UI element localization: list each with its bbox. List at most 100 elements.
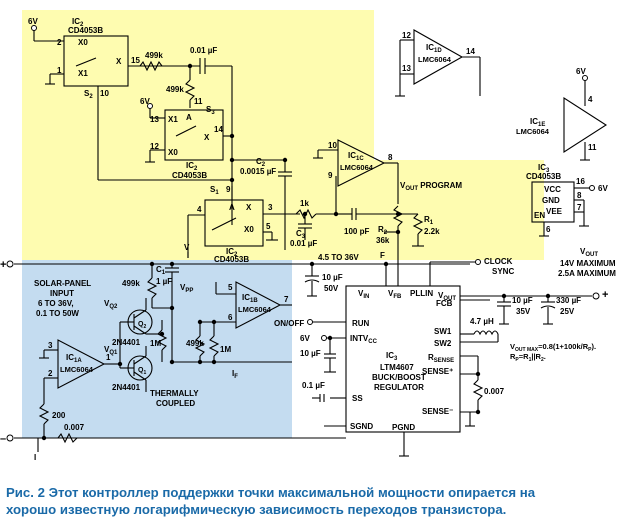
label-0007a: 0.007	[64, 423, 85, 432]
label-ltm4607: LTM4607	[380, 363, 414, 372]
label-200: 200	[52, 411, 66, 420]
label-plus: +	[0, 259, 6, 271]
label-499k-b: 499k	[166, 85, 184, 94]
label-solar1: SOLAR-PANEL	[34, 279, 91, 288]
label-4p5-36v: 4.5 TO 36V	[318, 253, 359, 262]
inductor-4p7uh	[473, 330, 499, 336]
label-pin10: 10	[100, 89, 109, 98]
schematic-diagram: IC2 CD4053B 6V X0 X1 X 2 1 15 10 S2 499k…	[0, 10, 616, 462]
label-pin6-small: 6	[546, 225, 551, 234]
label-ss: SS	[352, 394, 363, 403]
figure-caption: Рис. 2 Этот контроллер поддержки точки м…	[6, 484, 618, 518]
label-formula1: VOUT MAX=0.8(1+100k/RP).	[510, 342, 596, 353]
label-sw2: SW2	[434, 339, 452, 348]
label-cd4053b-mid: CD4053B	[172, 171, 207, 180]
label-lmc6064-e: LMC6064	[516, 127, 550, 136]
label-ic3-small: IC3	[538, 163, 550, 174]
label-pin13-d: 13	[402, 64, 411, 73]
label-vin: VIN	[358, 289, 369, 300]
resistor-0007a	[57, 432, 78, 444]
label-pin5: 5	[266, 222, 271, 231]
label-a-bot: A	[229, 203, 235, 212]
label-2n4401-b: 2N4401	[112, 383, 141, 392]
label-pin5-b: 5	[228, 283, 233, 292]
caption-line-1: Рис. 2 Этот контроллер поддержки точки м…	[6, 485, 536, 500]
label-pin3: 3	[268, 203, 273, 212]
label-lmc6064-a: LMC6064	[60, 365, 94, 374]
ic2-bottom-box	[204, 199, 264, 247]
label-10uf-35v: 10 µF	[512, 296, 533, 305]
label-pin8-small: 8	[577, 191, 582, 200]
label-x1-mid: X1	[168, 115, 178, 124]
label-pin1: 1	[57, 66, 62, 75]
label-1m-a: 1M	[150, 339, 161, 348]
ic1c-opamp	[337, 139, 386, 187]
label-pin3-a: 3	[48, 341, 53, 350]
resistor-499k-d	[194, 335, 206, 357]
resistor-1m-b	[208, 335, 220, 357]
label-6v-intv: 6V	[300, 334, 310, 343]
label-pin16: 16	[576, 177, 585, 186]
label-01uf: 0.1 µF	[302, 381, 325, 390]
label-vout-max2: 2.5A MAXIMUM	[558, 269, 616, 278]
label-c3-val: 0.01 µF	[290, 239, 317, 248]
label-pin15: 15	[131, 56, 140, 65]
label-c1-val: 1 µF	[156, 277, 172, 286]
label-2n4401-a: 2N4401	[112, 338, 141, 347]
label-1k: 1k	[300, 199, 309, 208]
label-vout: VOUT	[580, 247, 598, 258]
resistor-499k-a	[139, 60, 163, 72]
label-pllin: PLLIN	[410, 289, 433, 298]
ic2-top-box	[63, 35, 129, 87]
label-cd4053b-small: CD4053B	[526, 172, 561, 181]
label-35v: 35V	[516, 307, 531, 316]
label-pin14: 14	[214, 125, 223, 134]
label-pin4-e: 4	[588, 95, 593, 104]
yellow-region-lower	[22, 160, 544, 260]
label-x1-top: X1	[78, 69, 88, 78]
label-gnd: GND	[542, 196, 560, 205]
ic1b-opamp	[235, 281, 282, 329]
label-fcb: FCB	[436, 299, 453, 308]
label-a-mid: A	[186, 113, 192, 122]
label-vee: VEE	[546, 207, 563, 216]
resistor-1m-a	[156, 329, 168, 351]
label-clock: CLOCK	[484, 257, 513, 266]
label-vpp: VPP	[180, 283, 193, 294]
label-4p7uh: 4.7 µH	[470, 317, 494, 326]
label-vq1: VQ1	[104, 345, 118, 356]
label-10uf-50v: 10 µF	[322, 273, 343, 282]
label-001uf: 0.01 µF	[190, 46, 217, 55]
label-sw1: SW1	[434, 327, 452, 336]
label-vcc: VCC	[544, 185, 561, 194]
label-c2: C2	[256, 157, 266, 168]
label-ic3-big: IC3	[386, 351, 398, 362]
label-ic2-top: IC2	[72, 17, 84, 28]
resistor-200	[38, 403, 50, 425]
label-1m-b: 1M	[220, 345, 231, 354]
label-cd4053b-bot: CD4053B	[214, 255, 249, 264]
label-coupled: COUPLED	[156, 399, 195, 408]
label-vq2: VQ2	[104, 299, 118, 310]
label-pin10-c: 10	[328, 141, 337, 150]
label-100pf: 100 pF	[344, 227, 369, 236]
label-x0-bot: X0	[244, 225, 254, 234]
label-lmc6064-c: LMC6064	[340, 163, 374, 172]
label-solar2: INPUT	[50, 289, 74, 298]
label-pin9-c: 9	[328, 171, 333, 180]
label-x-bot: X	[246, 203, 252, 212]
label-pin2-a: 2	[48, 369, 53, 378]
terminals	[6, 25, 600, 442]
label-r2: R2	[378, 225, 388, 236]
ic2-mid-box	[164, 109, 224, 161]
label-rsense: RSENSE	[428, 353, 454, 364]
label-ic1d: IC1D	[426, 43, 442, 54]
label-x0-mid: X0	[168, 148, 178, 157]
label-ic1b: IC1B	[242, 293, 258, 304]
label-6v-mid: 6V	[140, 97, 150, 106]
label-vfb: VFB	[388, 289, 402, 300]
label-pgnd: PGND	[392, 423, 415, 432]
label-s3: S3	[206, 105, 215, 116]
label-vout-program: VOUT PROGRAM	[400, 181, 462, 192]
label-lmc6064-d: LMC6064	[418, 55, 452, 64]
